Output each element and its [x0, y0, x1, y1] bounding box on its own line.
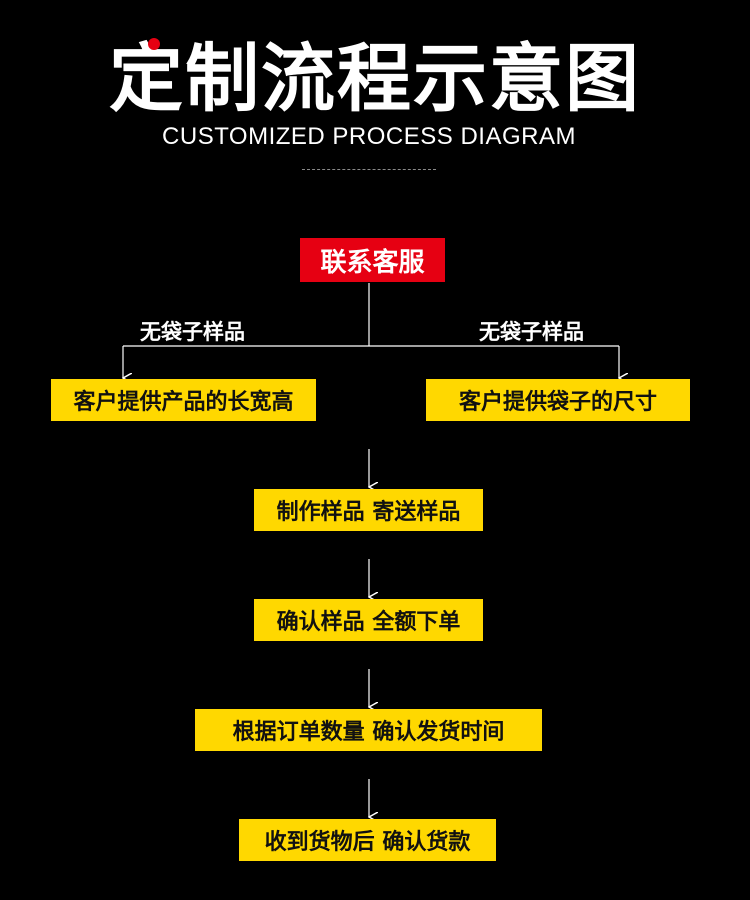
right-step-box: 客户提供袋子的尺寸	[426, 379, 690, 421]
page-subtitle: CUSTOMIZED PROCESS DIAGRAM	[162, 123, 576, 150]
step-box-2: 确认样品 全额下单	[254, 599, 483, 641]
branch-left-label: 无袋子样品	[140, 320, 245, 344]
step-box-1: 制作样品 寄送样品	[254, 489, 483, 531]
start-contact-service-box: 联系客服	[300, 238, 445, 282]
step-box-3: 根据订单数量 确认发货时间	[195, 709, 542, 751]
branch-right-label: 无袋子样品	[479, 320, 584, 344]
title-divider	[302, 169, 436, 170]
page-title: 定制流程示意图	[109, 36, 641, 122]
left-step-box: 客户提供产品的长宽高	[51, 379, 316, 421]
red-dot-accent	[148, 38, 160, 50]
step-box-4: 收到货物后 确认货款	[239, 819, 496, 861]
